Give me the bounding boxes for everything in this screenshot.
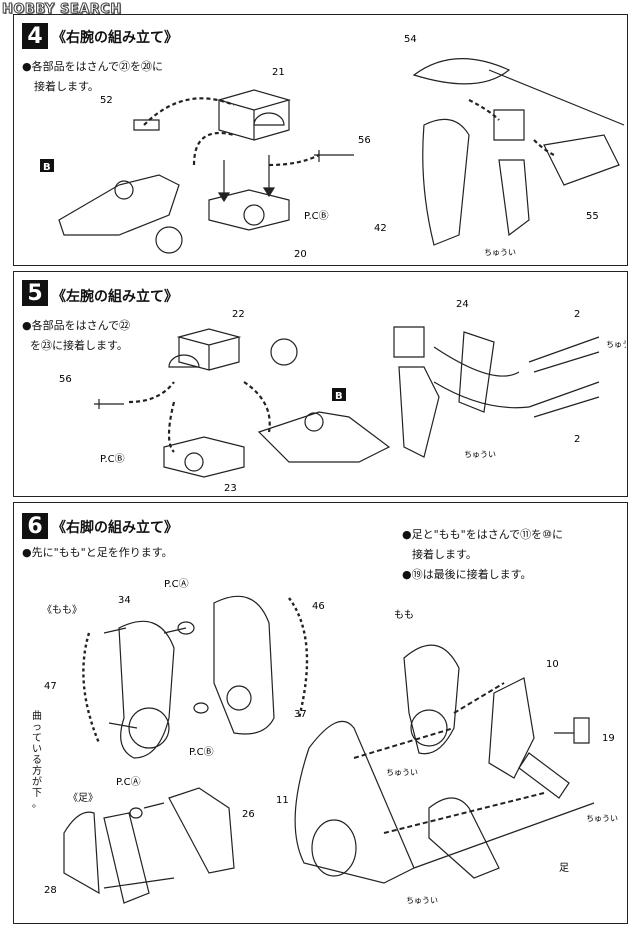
step-5-number: 5 bbox=[22, 280, 48, 306]
caution-label: ちゅうい bbox=[606, 340, 626, 349]
part-label: P.CⒷ bbox=[189, 746, 214, 758]
caution-label: ちゅうい bbox=[386, 768, 418, 777]
part-label: 19 bbox=[602, 733, 615, 744]
step-5-instruction-2: を㉓に接着します。 bbox=[30, 339, 128, 352]
step-6-illustration: 34 P.CⒶ 46 47 37 P.CⒷ P.CⒶ 26 28 もも 10 1… bbox=[44, 578, 618, 905]
part-label: 11 bbox=[276, 795, 289, 806]
part-label: 足 bbox=[559, 862, 569, 874]
part-label: 52 bbox=[100, 95, 113, 106]
part-label: 22 bbox=[232, 309, 245, 320]
part-label: 55 bbox=[586, 211, 599, 222]
caution-label: ちゅうい bbox=[586, 814, 618, 823]
part-label: 24 bbox=[456, 299, 469, 310]
part-label: 56 bbox=[358, 135, 371, 146]
step-5-title: 《左腕の組み立て》 bbox=[52, 289, 178, 305]
part-label: P.CⒶ bbox=[164, 578, 189, 590]
caution-label: ちゅうい bbox=[484, 248, 516, 257]
bent-side-note: 曲 っ て い る 方 が 下 。 bbox=[32, 711, 42, 810]
part-label: P.CⒷ bbox=[304, 210, 329, 222]
step-6-instruction-right-2: 接着します。 bbox=[412, 548, 477, 561]
step-4-panel: 4 《右腕の組み立て》 ●各部品をはさんで㉑を⑳に 接着します。 bbox=[13, 14, 628, 266]
step-6-instruction-right-1: ●足と"もも"をはさんで⑪を⑩に bbox=[402, 528, 564, 541]
watermark-logo: HOBBY SEARCH bbox=[2, 2, 122, 18]
part-label: もも bbox=[394, 609, 414, 621]
step-5-panel: 5 《左腕の組み立て》 ●各部品をはさんで㉒ を㉓に接着します。 bbox=[13, 271, 628, 497]
part-label: P.CⒷ bbox=[100, 453, 125, 465]
part-label: 56 bbox=[59, 374, 72, 385]
part-label: 37 bbox=[294, 709, 307, 720]
part-label: 20 bbox=[294, 249, 307, 260]
step-6-instruction-right-3: ●⑲は最後に接着します。 bbox=[402, 568, 532, 581]
caution-label: ちゅうい bbox=[406, 896, 438, 905]
part-label: P.CⒶ bbox=[116, 776, 141, 788]
part-label: 23 bbox=[224, 483, 237, 494]
step-4-instruction-1: ●各部品をはさんで㉑を⑳に bbox=[22, 60, 164, 73]
step-4-number: 4 bbox=[22, 23, 48, 49]
part-label: B bbox=[43, 162, 51, 173]
part-label: B bbox=[335, 391, 343, 402]
part-label: 28 bbox=[44, 885, 57, 896]
part-label: 34 bbox=[118, 595, 131, 606]
step-6-instruction-left: ●先に"もも"と足を作ります。 bbox=[22, 546, 173, 559]
caution-label: ちゅうい bbox=[464, 450, 496, 459]
part-label: 10 bbox=[546, 659, 559, 670]
part-label: 47 bbox=[44, 681, 57, 692]
part-label: 46 bbox=[312, 601, 325, 612]
section-ashi: 《足》 bbox=[68, 793, 98, 804]
part-label: 26 bbox=[242, 809, 255, 820]
step-6-panel: 6 《右脚の組み立て》 ●先に"もも"と足を作ります。 ●足と"もも"をはさんで… bbox=[13, 502, 628, 924]
section-momo: 《もも》 bbox=[42, 605, 82, 616]
part-label: 54 bbox=[404, 34, 417, 45]
step-5-instruction-1: ●各部品をはさんで㉒ bbox=[22, 319, 131, 332]
part-label: 2 bbox=[574, 434, 580, 445]
part-label: 21 bbox=[272, 67, 285, 78]
step-4-illustration: 21 52 B 56 P.CⒷ 20 54 42 55 ちゅうい bbox=[40, 34, 625, 260]
step-5-illustration: 22 56 P.CⒷ 23 B 24 2 2 ちゅうい ちゅうい bbox=[59, 299, 626, 494]
part-label: 2 bbox=[574, 309, 580, 320]
step-4-title: 《右腕の組み立て》 bbox=[52, 30, 178, 46]
part-label: 42 bbox=[374, 223, 387, 234]
step-6-number: 6 bbox=[22, 513, 48, 539]
step-4-instruction-2: 接着します。 bbox=[34, 80, 99, 93]
step-6-title: 《右脚の組み立て》 bbox=[52, 520, 178, 536]
